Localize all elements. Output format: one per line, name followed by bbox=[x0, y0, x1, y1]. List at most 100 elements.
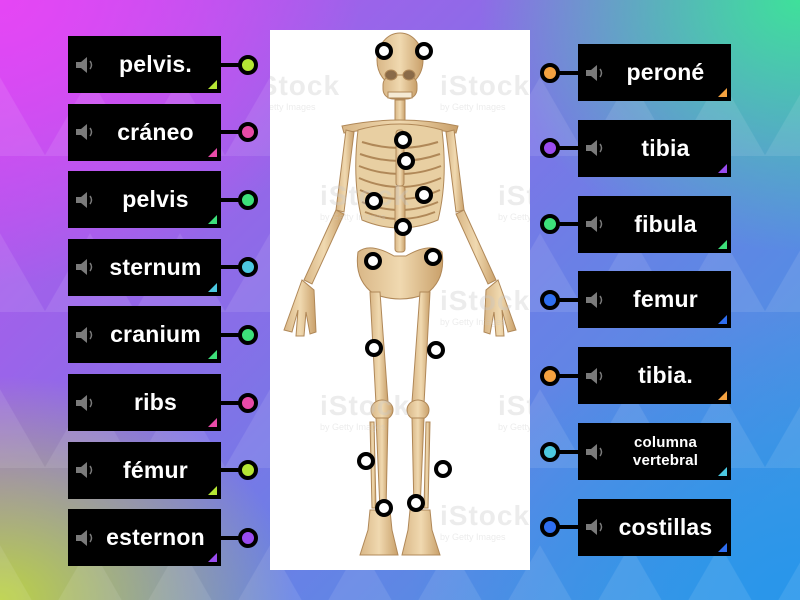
speaker-icon[interactable] bbox=[74, 325, 96, 345]
speaker-icon[interactable] bbox=[74, 393, 96, 413]
speaker-icon[interactable] bbox=[74, 122, 96, 142]
label-card[interactable]: fémur bbox=[68, 441, 221, 499]
drag-handle[interactable] bbox=[238, 527, 258, 548]
drop-target-pin[interactable] bbox=[397, 152, 415, 170]
label-text: pelvis bbox=[122, 186, 189, 213]
label-text: cranium bbox=[110, 321, 201, 348]
corner-triangle-icon bbox=[718, 467, 727, 476]
drag-handle[interactable] bbox=[540, 289, 560, 310]
label-card[interactable]: columna vertebral bbox=[578, 423, 731, 480]
speaker-icon[interactable] bbox=[584, 517, 606, 537]
label-text: sternum bbox=[109, 253, 202, 280]
label-text: cráneo bbox=[117, 118, 194, 145]
drop-target-pin[interactable] bbox=[394, 131, 412, 149]
connector-line bbox=[221, 400, 241, 405]
label-text: costillas bbox=[618, 513, 713, 540]
corner-triangle-icon bbox=[718, 88, 727, 97]
drop-target-pin[interactable] bbox=[375, 42, 393, 60]
drag-handle[interactable] bbox=[238, 324, 258, 345]
connector-line bbox=[556, 373, 578, 378]
label-card[interactable]: tibia bbox=[578, 119, 731, 177]
connector-line bbox=[221, 332, 241, 337]
drag-handle[interactable] bbox=[238, 257, 258, 278]
label-card[interactable]: pelvis bbox=[68, 171, 221, 229]
drop-target-pin[interactable] bbox=[394, 218, 412, 236]
speaker-icon[interactable] bbox=[584, 214, 606, 234]
corner-triangle-icon bbox=[718, 542, 727, 552]
corner-triangle-icon bbox=[208, 350, 217, 360]
connector-line bbox=[221, 468, 241, 473]
drag-handle[interactable] bbox=[238, 122, 258, 143]
drop-target-pin[interactable] bbox=[424, 248, 442, 266]
drop-target-pin[interactable] bbox=[434, 460, 452, 478]
drop-target-pin[interactable] bbox=[407, 494, 425, 512]
corner-triangle-icon bbox=[718, 163, 727, 173]
speaker-icon[interactable] bbox=[74, 190, 96, 210]
speaker-icon[interactable] bbox=[584, 138, 606, 158]
speaker-icon[interactable] bbox=[584, 63, 606, 83]
connector-line bbox=[556, 70, 578, 75]
speaker-icon[interactable] bbox=[74, 460, 96, 480]
label-text: peroné bbox=[626, 59, 705, 85]
drag-handle[interactable] bbox=[238, 460, 258, 481]
label-card[interactable]: pelvis. bbox=[68, 36, 221, 93]
label-card[interactable]: cráneo bbox=[68, 103, 221, 161]
speaker-icon[interactable] bbox=[584, 442, 606, 462]
speaker-icon[interactable] bbox=[584, 290, 606, 310]
corner-triangle-icon bbox=[208, 485, 217, 495]
label-text: tibia bbox=[641, 134, 690, 161]
label-text: femur bbox=[633, 286, 698, 313]
speaker-icon[interactable] bbox=[74, 55, 96, 75]
label-card[interactable]: esternon bbox=[68, 509, 221, 567]
label-card[interactable]: sternum bbox=[68, 238, 221, 296]
label-text: columna vertebral bbox=[632, 433, 699, 469]
label-text: ribs bbox=[134, 389, 177, 415]
label-text: fibula bbox=[634, 210, 697, 237]
label-card[interactable]: tibia. bbox=[578, 347, 731, 405]
label-card[interactable]: costillas bbox=[578, 498, 731, 556]
drag-handle[interactable] bbox=[238, 54, 258, 75]
connector-line bbox=[556, 222, 578, 227]
label-card[interactable]: femur bbox=[578, 271, 731, 329]
connector-line bbox=[556, 297, 578, 302]
connector-line bbox=[221, 130, 241, 135]
speaker-icon[interactable] bbox=[74, 257, 96, 277]
drag-handle[interactable] bbox=[540, 441, 560, 462]
label-text: fémur bbox=[123, 456, 188, 483]
drop-target-pin[interactable] bbox=[357, 452, 375, 470]
connector-line bbox=[556, 525, 578, 530]
drop-target-pin[interactable] bbox=[365, 192, 383, 210]
drag-handle[interactable] bbox=[238, 392, 258, 413]
drop-target-pin[interactable] bbox=[375, 499, 393, 517]
drag-handle[interactable] bbox=[540, 517, 560, 538]
drop-target-pin[interactable] bbox=[365, 339, 383, 357]
drop-target-pin[interactable] bbox=[415, 42, 433, 60]
label-card[interactable]: ribs bbox=[68, 374, 221, 431]
drag-handle[interactable] bbox=[238, 189, 258, 210]
drop-target-pin[interactable] bbox=[415, 186, 433, 204]
drop-target-pin[interactable] bbox=[427, 341, 445, 359]
drop-target-pin[interactable] bbox=[364, 252, 382, 270]
label-card[interactable]: fibula bbox=[578, 195, 731, 253]
connector-line bbox=[556, 449, 578, 454]
label-card[interactable]: cranium bbox=[68, 306, 221, 364]
connector-line bbox=[221, 265, 241, 270]
drag-handle[interactable] bbox=[540, 62, 560, 83]
label-card[interactable]: peroné bbox=[578, 44, 731, 101]
label-text: pelvis. bbox=[119, 51, 192, 77]
speaker-icon[interactable] bbox=[74, 528, 96, 548]
speaker-icon[interactable] bbox=[584, 366, 606, 386]
connector-line bbox=[221, 535, 241, 540]
connector-line bbox=[221, 197, 241, 202]
corner-triangle-icon bbox=[208, 282, 217, 292]
drag-handle[interactable] bbox=[540, 214, 560, 235]
drag-handle[interactable] bbox=[540, 365, 560, 386]
corner-triangle-icon bbox=[208, 147, 217, 157]
drag-handle[interactable] bbox=[540, 138, 560, 159]
